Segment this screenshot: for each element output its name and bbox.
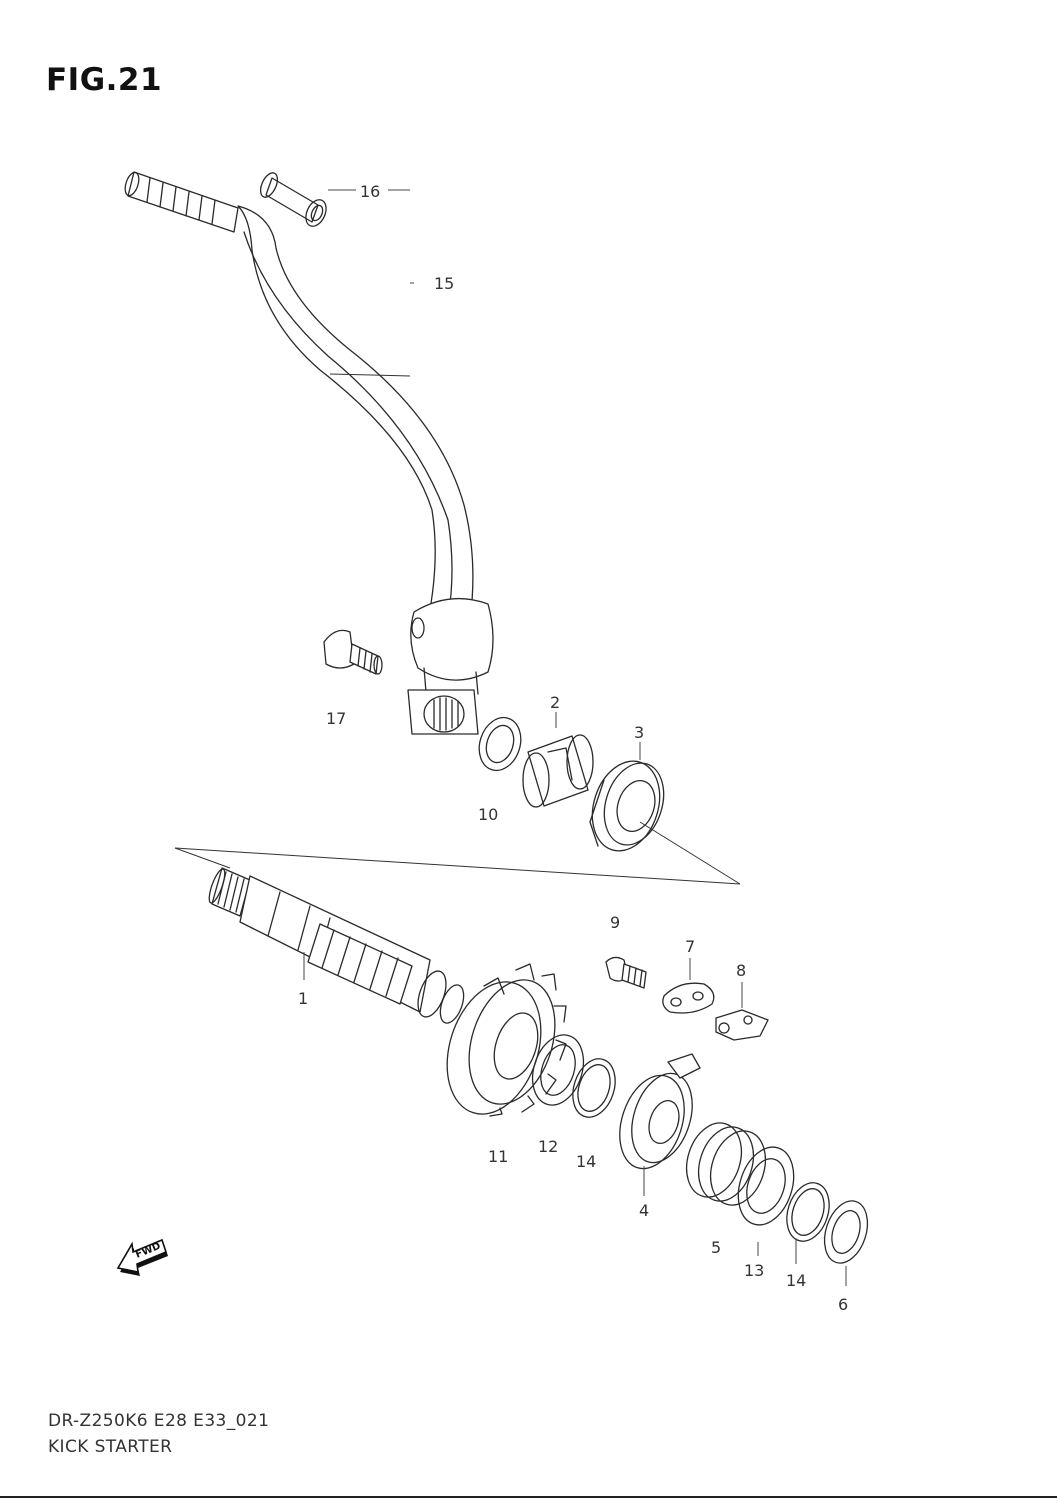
callout-2: 2: [550, 693, 560, 712]
callout-16: 16: [360, 182, 380, 201]
callout-14: 14: [786, 1271, 806, 1290]
part-12-washer[interactable]: [524, 1028, 592, 1111]
callout-4: 4: [639, 1201, 649, 1220]
assembly-guide-line: [174, 847, 231, 869]
callout-14: 14: [576, 1152, 596, 1171]
assembly-guide-line: [174, 847, 741, 885]
callout-12: 12: [538, 1137, 558, 1156]
part-2-collar[interactable]: [522, 734, 594, 808]
callout-15: 15: [434, 274, 454, 293]
part-14-circlip-inner[interactable]: [566, 1053, 623, 1122]
part-14-circlip-outer[interactable]: [780, 1177, 837, 1246]
model-code: DR-Z250K6 E28 E33_021: [48, 1411, 270, 1431]
diagram-footer: DR-Z250K6 E28 E33_021 KICK STARTER: [48, 1408, 269, 1460]
callout-9: 9: [610, 913, 620, 932]
callout-1: 1: [298, 989, 308, 1008]
assembly-guide-line: [329, 373, 411, 377]
part-4-ratchet[interactable]: [609, 1053, 703, 1177]
part-9-bolt[interactable]: [605, 956, 647, 989]
part-17-bolt[interactable]: [323, 629, 383, 675]
assembly-guide-line: [639, 821, 741, 885]
part-1-kick-shaft[interactable]: [206, 867, 468, 1026]
part-6-washer[interactable]: [817, 1195, 875, 1268]
part-13-washer[interactable]: [729, 1140, 803, 1232]
callout-7: 7: [685, 937, 695, 956]
part-7-guide[interactable]: [662, 982, 715, 1014]
section-name: KICK STARTER: [48, 1437, 173, 1457]
fwd-direction-arrow: FWD: [116, 1238, 168, 1276]
part-3-seal-cover[interactable]: [581, 752, 673, 859]
callout-5: 5: [711, 1238, 721, 1257]
callout-8: 8: [736, 961, 746, 980]
leader-lines: [303, 189, 847, 1286]
callout-6: 6: [838, 1295, 848, 1314]
callout-10: 10: [478, 805, 498, 824]
callout-17: 17: [326, 709, 346, 728]
part-5-spring[interactable]: [678, 1116, 775, 1212]
callout-11: 11: [488, 1147, 508, 1166]
figure-title: FIG.21: [46, 62, 163, 98]
part-16-grip-rubber[interactable]: [257, 170, 330, 229]
callout-13: 13: [744, 1261, 764, 1280]
part-10-washer[interactable]: [473, 712, 528, 776]
part-8-stopper[interactable]: [715, 1009, 769, 1041]
part-11-kick-drive-gear[interactable]: [431, 963, 570, 1126]
bottom-border: [0, 1496, 1057, 1498]
callout-3: 3: [634, 723, 644, 742]
part-15-kick-starter-lever[interactable]: [123, 171, 494, 735]
